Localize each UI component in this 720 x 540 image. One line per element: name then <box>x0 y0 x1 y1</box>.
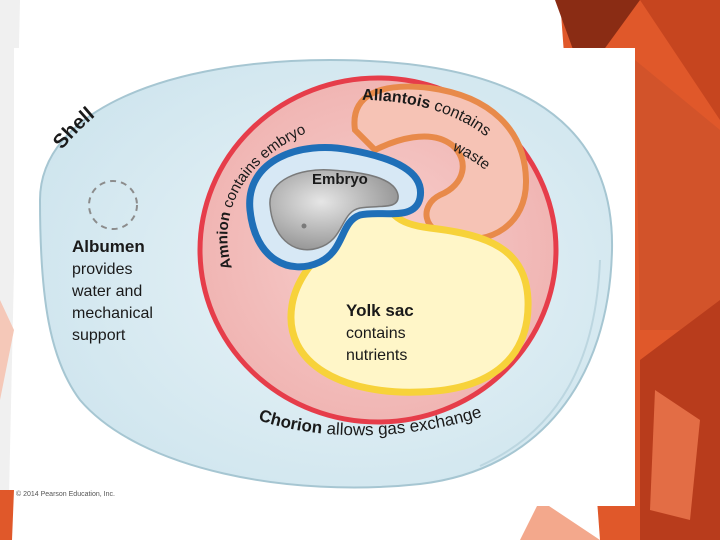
mid-orange-shape <box>635 60 720 330</box>
left-accent-shape <box>0 300 14 400</box>
yolk-sac-title: Yolk sac <box>346 301 414 320</box>
light-orange-shape <box>650 390 700 520</box>
embryo-detail <box>301 223 307 229</box>
yolk-sac-line-1: contains <box>346 325 406 342</box>
allantois-inner-line <box>374 134 465 197</box>
albumen-line-3: mechanical <box>72 305 153 322</box>
bottom-accent-shape <box>520 500 600 540</box>
albumen-line-4: support <box>72 327 126 344</box>
amnion-title: Amnion <box>214 210 235 271</box>
egg-diagram <box>38 58 614 489</box>
dark-top-triangle <box>555 0 640 55</box>
embryo-label: Embryo <box>312 171 368 188</box>
shell-inner-line <box>479 259 601 467</box>
albumen-title: Albumen <box>72 237 145 256</box>
albumen-line-1: provides <box>72 261 132 278</box>
copyright-text: © 2014 Pearson Education, Inc. <box>16 490 115 498</box>
albumen-label: Albumen provides water and mechanical su… <box>71 237 153 344</box>
air-cell-circle <box>88 180 138 230</box>
albumen-line-2: water and <box>71 283 142 300</box>
yolk-sac-line-2: nutrients <box>346 347 407 364</box>
embryo-shape <box>269 169 399 251</box>
left-bottom-accent <box>0 490 14 540</box>
yolk-sac <box>287 190 532 396</box>
dark-orange-corner <box>640 0 720 120</box>
yolk-sac-label: Yolk sac contains nutrients <box>346 301 414 364</box>
